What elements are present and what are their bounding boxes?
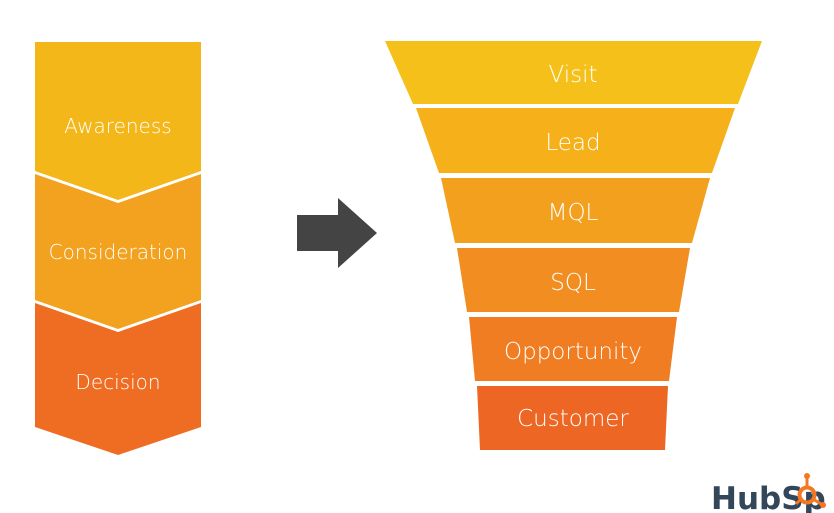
funnel-stage-label: SQL xyxy=(550,270,596,296)
funnel-stage-lead: Lead xyxy=(416,108,735,173)
sprocket-arm xyxy=(794,497,803,506)
funnel-stage-customer: Customer xyxy=(477,386,668,450)
funnel-stage-label: Lead xyxy=(545,130,600,156)
sprocket-icon xyxy=(794,473,826,508)
funnel-stage-label: Visit xyxy=(548,62,597,88)
funnel-stage-opportunity: Opportunity xyxy=(469,317,677,381)
hubspot-logo: HubSpt xyxy=(711,473,834,513)
marketing-funnel: Visit Lead MQL SQL Opportunity Customer xyxy=(385,41,762,450)
journey-stage-label: Awareness xyxy=(64,114,171,138)
funnel-stage-shape xyxy=(441,178,710,243)
sprocket-node xyxy=(820,502,826,508)
buyer-journey: Awareness Consideration Decision xyxy=(35,42,201,455)
funnel-stage-label: Opportunity xyxy=(504,339,642,365)
funnel-stage-visit: Visit xyxy=(385,41,762,104)
journey-stage-label: Consideration xyxy=(49,240,188,264)
funnel-stage-shape xyxy=(457,248,690,312)
sprocket-node xyxy=(804,473,810,479)
funnel-stage-sql: SQL xyxy=(457,248,690,312)
sprocket-arm xyxy=(812,497,822,506)
funnel-stage-shape xyxy=(469,317,677,381)
journey-stage-shape xyxy=(35,42,201,200)
journey-stage-shape xyxy=(35,303,201,455)
arrow-shape xyxy=(297,198,377,268)
funnel-stage-label: Customer xyxy=(517,406,629,432)
funnel-stage-label: MQL xyxy=(548,200,599,226)
journey-stage-consideration: Consideration xyxy=(35,174,201,329)
journey-stage-awareness: Awareness xyxy=(35,42,201,200)
journey-stage-decision: Decision xyxy=(35,303,201,455)
sprocket-ring xyxy=(797,485,817,505)
journey-stage-shape xyxy=(35,174,201,329)
right-arrow-icon xyxy=(297,198,377,268)
funnel-stage-shape xyxy=(477,386,668,450)
funnel-stage-mql: MQL xyxy=(441,178,710,243)
journey-stage-label: Decision xyxy=(75,370,160,394)
funnel-stage-shape xyxy=(385,41,762,104)
funnel-stage-shape xyxy=(416,108,735,173)
